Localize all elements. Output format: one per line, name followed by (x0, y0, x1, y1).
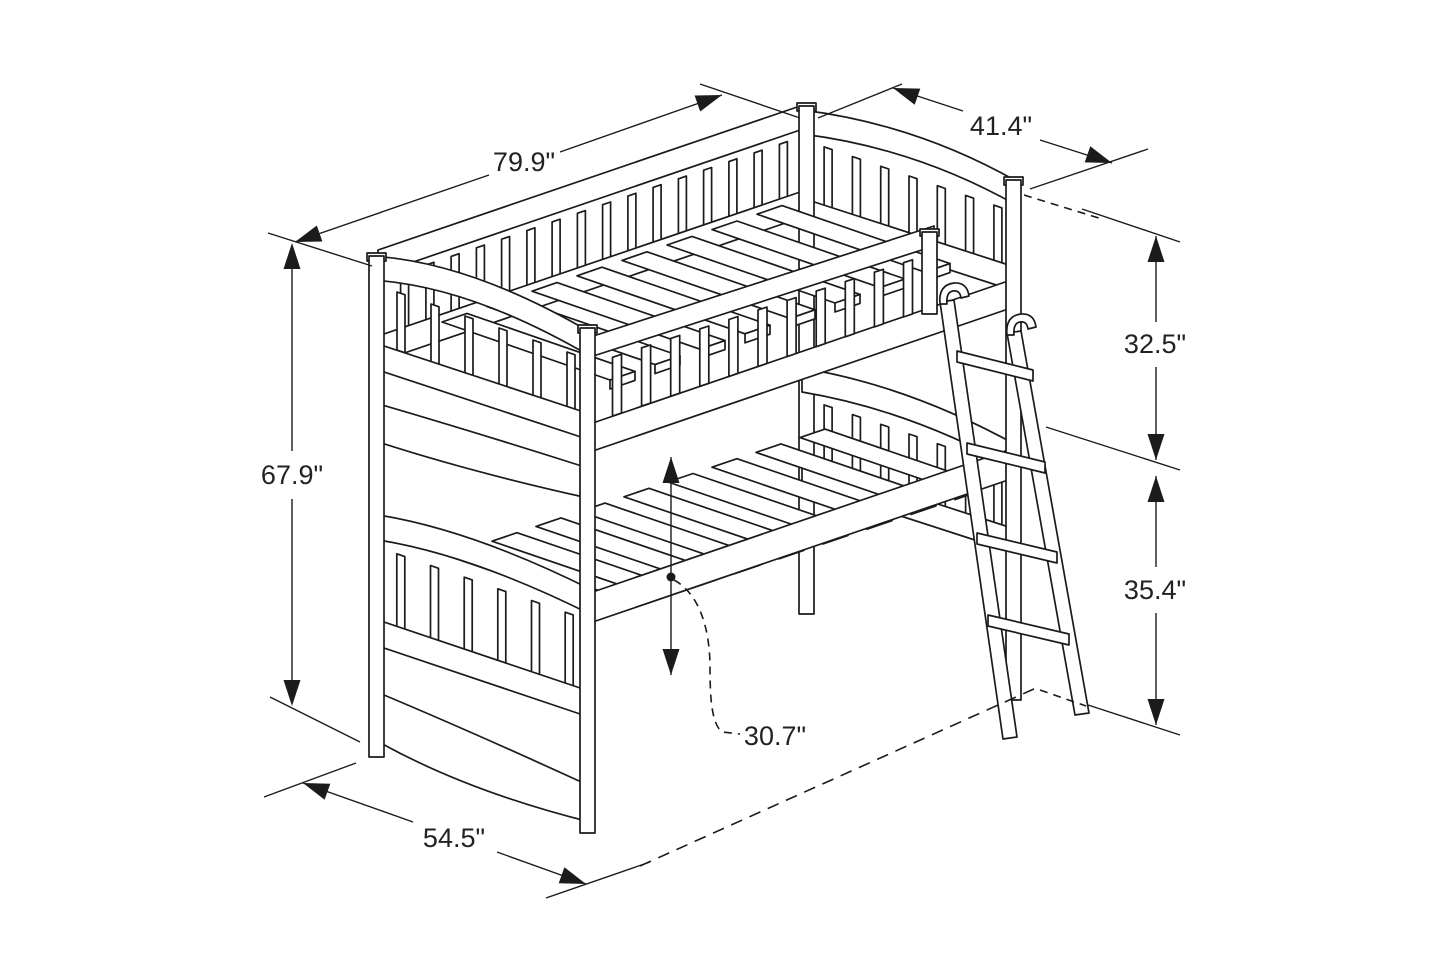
drawing-segment (936, 184, 947, 248)
guard-rail (583, 225, 940, 417)
dim-label-upper-height: 32.5" (1124, 329, 1186, 359)
floor-edge-dashed (639, 687, 1037, 867)
drawing-segment (879, 165, 890, 230)
drawing-segment (566, 351, 576, 414)
drawing-segment (551, 218, 561, 283)
drawing-segment (463, 576, 474, 655)
curved-apron (371, 689, 591, 823)
drawing-segment (823, 146, 833, 211)
drawing-segment (429, 564, 440, 644)
leader-dot (666, 572, 676, 582)
dim-lower-height: 35.4" (1124, 476, 1186, 725)
drawing-segment (530, 599, 541, 679)
drawing-segment (757, 306, 768, 368)
dim-label-width-floor: 54.5" (423, 823, 485, 853)
back-left-post (368, 255, 385, 758)
ladder-hook (1005, 313, 1037, 336)
drawing-segment (851, 155, 862, 220)
dim-length-top: 79.9" (294, 94, 723, 243)
guard-post (921, 231, 938, 315)
drawing-segment (395, 552, 406, 632)
drawing-segment (601, 201, 612, 266)
front-right-post (1005, 179, 1022, 701)
hidden-edge-dashed (1023, 194, 1103, 220)
drawing-segment (564, 611, 575, 690)
front-left-post (579, 327, 596, 834)
drawing-segment (815, 287, 827, 348)
drawing-segment (728, 157, 738, 223)
drawing-segment (464, 315, 474, 378)
ladder-rail (1006, 330, 1090, 716)
drawing-segment (640, 344, 652, 407)
leader-line (673, 579, 741, 735)
ladder-step (987, 614, 1070, 646)
drawing-segment (964, 194, 975, 258)
dim-label-overall-height: 67.9" (261, 460, 323, 490)
bunk-bed-drawing (366, 102, 1103, 867)
dim-label-bunk-clearance: 30.7" (744, 721, 806, 751)
drawing-segment (844, 277, 856, 338)
drawing-segment (496, 587, 507, 667)
ladder-step (956, 350, 1034, 382)
upper-footboard (371, 255, 591, 499)
drawing-segment (993, 204, 1003, 267)
dim-label-length-top: 79.9" (493, 147, 555, 177)
drawing-segment (786, 296, 797, 358)
drawing-segment (430, 303, 440, 366)
dim-width-head: 41.4" (892, 87, 1113, 164)
drawing-segment (652, 183, 662, 249)
drawing-segment (576, 209, 587, 275)
dimension-annotations: 79.9" 41.4" 32.5" 35.4" 67.9 (261, 83, 1186, 899)
ladder-step (976, 532, 1058, 564)
dim-width-floor: 54.5" (302, 782, 587, 885)
dim-upper-height: 32.5" (1124, 236, 1186, 460)
ladder-rail (939, 299, 1018, 740)
drawing-segment (698, 325, 710, 388)
drawing-segment (396, 291, 406, 354)
drawing-segment (728, 315, 739, 378)
dim-label-width-head: 41.4" (970, 111, 1032, 141)
drawing-segment (873, 268, 885, 328)
drawing-segment (908, 175, 918, 239)
dim-bunk-clearance: 30.7" (662, 457, 806, 751)
drawing-segment (611, 353, 623, 417)
drawing-segment (526, 226, 536, 292)
drawing-segment (753, 149, 763, 214)
dim-overall-height: 67.9" (261, 243, 323, 706)
drawing-segment (627, 192, 637, 257)
drawing-segment (677, 175, 688, 240)
drawing-segment (702, 166, 713, 232)
ladder (938, 282, 1090, 740)
dim-label-lower-height: 35.4" (1124, 575, 1186, 605)
drawing-segment (498, 327, 508, 390)
ladder-step (966, 442, 1046, 474)
ladder-hook (938, 282, 970, 305)
lower-footboard (371, 513, 593, 823)
drawing-segment (532, 339, 542, 402)
drawing-segment (902, 258, 914, 318)
drawing-segment (778, 140, 789, 206)
drawing-segment (669, 334, 681, 398)
